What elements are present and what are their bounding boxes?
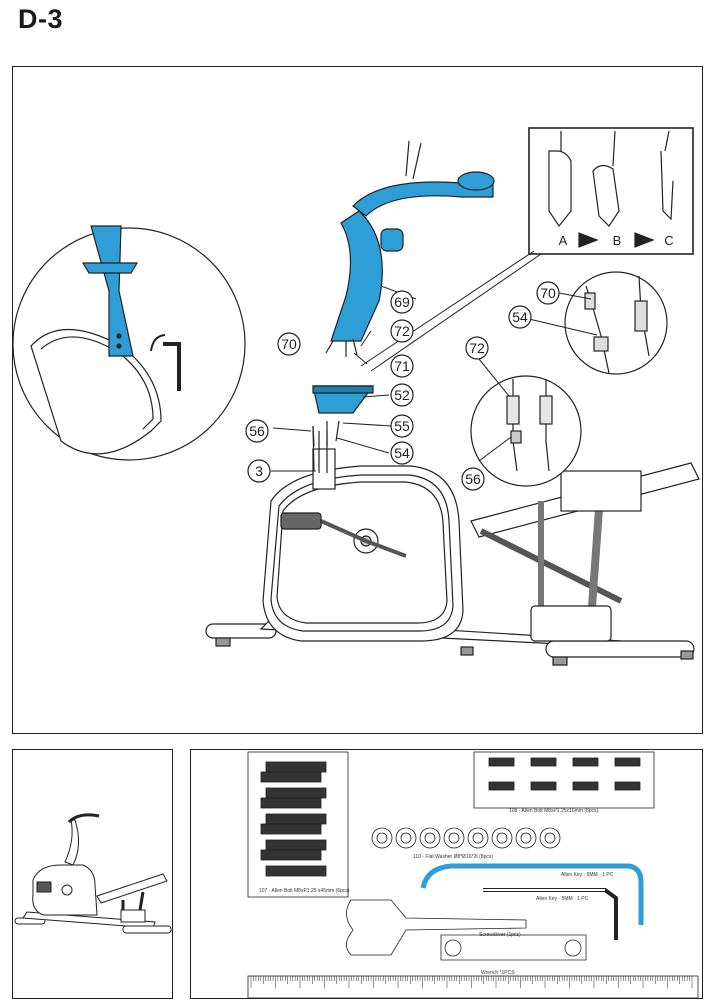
sequence-label-c: C <box>664 233 673 248</box>
main-assembly-panel: 69 70 72 71 52 55 54 56 3 70 54 72 56 A … <box>12 66 703 734</box>
callout-70: 70 <box>281 336 297 352</box>
step-title: D-3 <box>18 4 64 34</box>
callout-3: 3 <box>255 463 263 479</box>
callout-54: 54 <box>394 445 410 461</box>
part-107-label: 107 · Allen Bolt M8xP1.25 x45mm (6pcs) <box>259 888 350 894</box>
part-108-label: 108 · Allen Bolt M8xP1.25x16mm (8pcs) <box>509 808 599 814</box>
hardware-drawing: 107 · Allen Bolt M8xP1.25 x45mm (6pcs) 1… <box>247 751 699 999</box>
hardware-parts-panel: 107 · Allen Bolt M8xP1.25 x45mm (6pcs) 1… <box>190 749 703 999</box>
zoom-detail-connector <box>470 375 582 487</box>
part-110-label: 110 · Flat Washer Ø8*Ø16*2t (8pcs) <box>413 854 493 860</box>
bike-thumbnail-drawing <box>14 813 172 934</box>
detail-callout-56: 56 <box>465 471 481 487</box>
handlebar-post-part <box>330 210 383 342</box>
callout-52: 52 <box>394 387 410 403</box>
bike-frame-illustration <box>205 425 700 666</box>
callout-55: 55 <box>394 418 410 434</box>
completed-bike-thumbnail <box>12 749 173 999</box>
callout-56: 56 <box>249 423 265 439</box>
sequence-label-a: A <box>559 233 568 248</box>
screwdriver-label: Screwdriver (1pcs) <box>479 932 521 938</box>
allen-key-5-label: Allen Key · 5MM · 1 PC <box>536 896 589 902</box>
detail-callout-72: 72 <box>469 340 485 356</box>
callout-69: 69 <box>394 294 410 310</box>
zoom-detail-cable-connect <box>564 271 668 375</box>
detail-callout-70: 70 <box>540 285 556 301</box>
wrench-label: Wrench *1PCS <box>481 970 515 976</box>
callout-71: 71 <box>394 358 410 374</box>
allen-key-6-label: Allen Key · 6MM · 1 PC <box>561 872 614 878</box>
zoom-detail-left <box>12 225 246 461</box>
detail-callout-54: 54 <box>512 309 528 325</box>
assembly-drawing: 69 70 72 71 52 55 54 56 3 70 54 72 56 A … <box>12 127 700 666</box>
connector-sequence-box <box>528 127 694 255</box>
callout-72: 72 <box>394 323 410 339</box>
sequence-label-b: B <box>613 233 622 248</box>
